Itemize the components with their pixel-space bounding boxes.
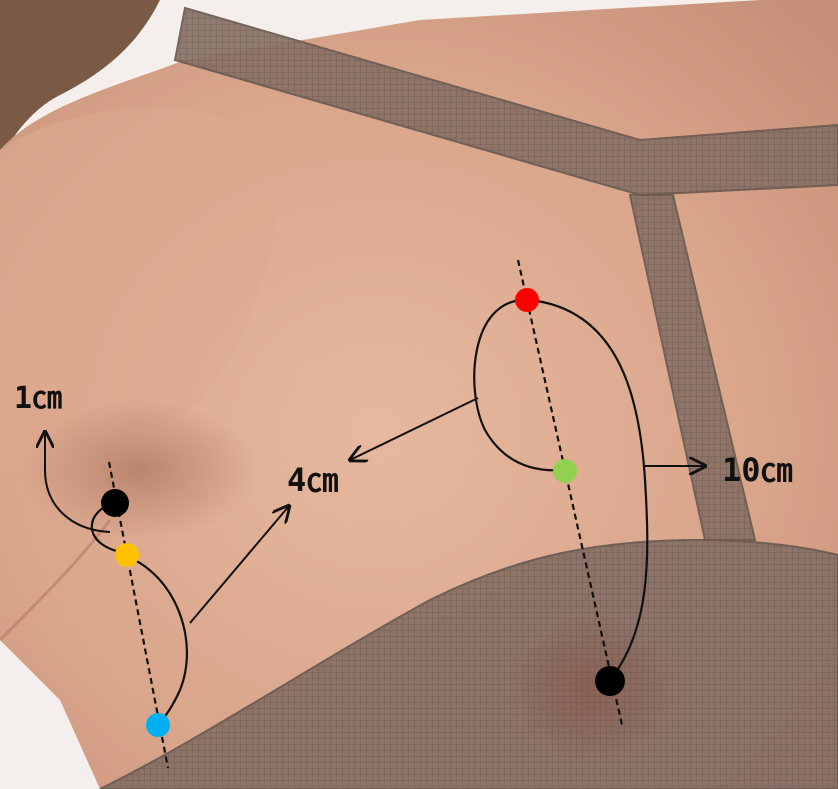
marker-black-armpit	[101, 489, 129, 517]
areola-through-cover	[505, 615, 675, 765]
marker-blue	[146, 713, 170, 737]
marker-yellow	[115, 543, 139, 567]
label-10cm: 10㎝	[722, 451, 793, 489]
marker-black-nipple	[595, 666, 625, 696]
armpit-shadow	[20, 400, 260, 540]
marker-red	[515, 288, 539, 312]
label-4cm: 4㎝	[287, 461, 338, 499]
marker-green	[553, 459, 577, 483]
label-1cm: 1㎝	[14, 381, 62, 416]
